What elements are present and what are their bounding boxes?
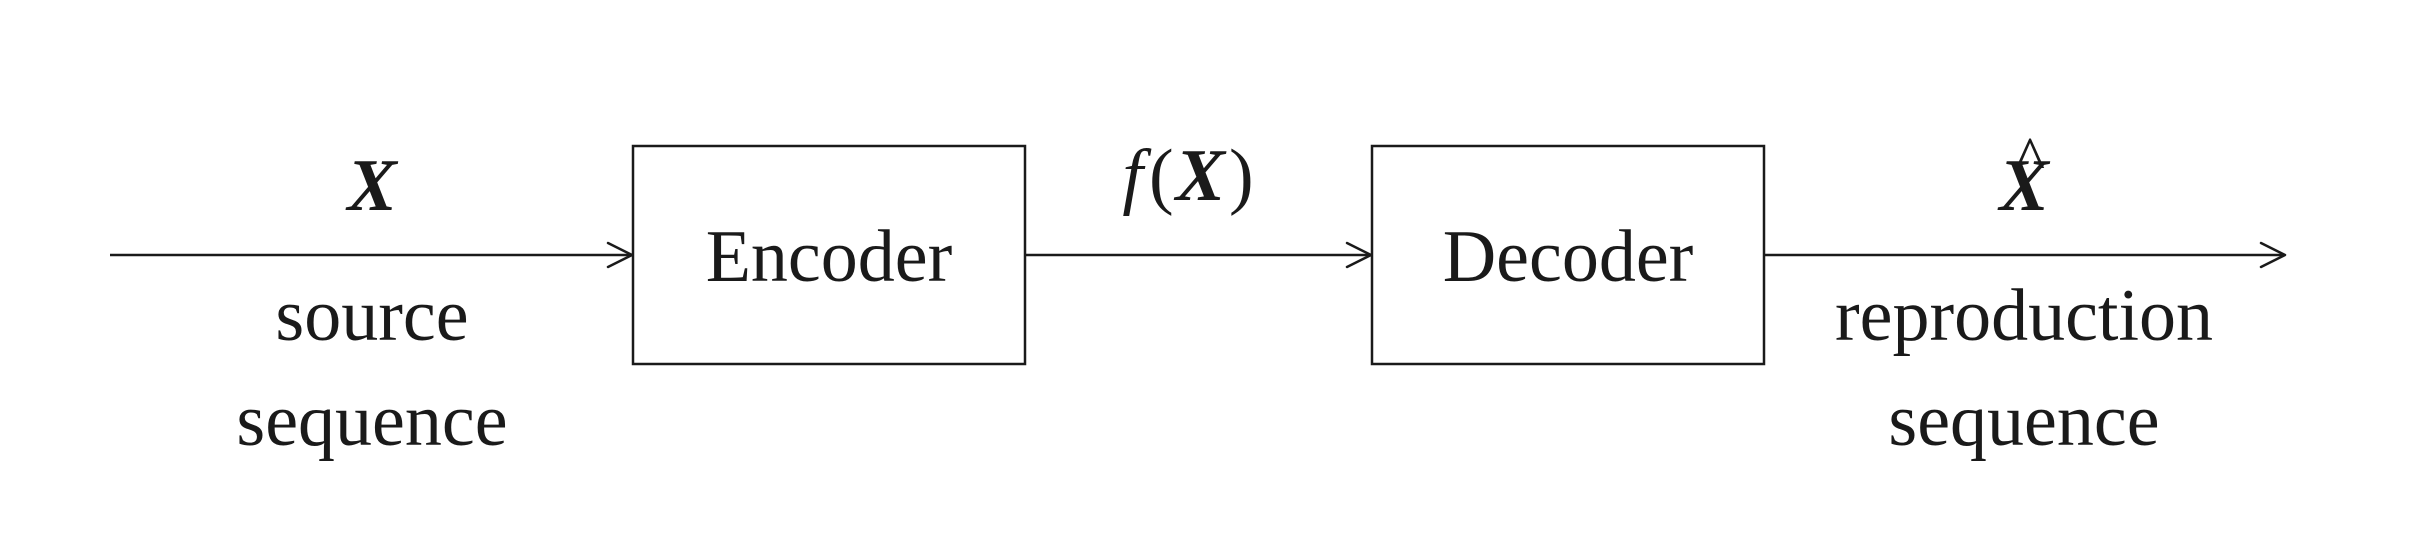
reproduction-caption-line2: sequence xyxy=(1888,380,2159,462)
encoded-open-paren: ( xyxy=(1149,135,1174,217)
encoded-close-paren: ) xyxy=(1229,135,1254,217)
output-arrowhead xyxy=(2259,241,2287,269)
reproduction-caption-line1: reproduction xyxy=(1835,275,2213,357)
encoded-signal-label: f(X) xyxy=(1122,135,1253,217)
source-caption-line1: source xyxy=(275,275,468,357)
source-caption-line2: sequence xyxy=(236,380,507,462)
encoder-label: Encoder xyxy=(706,216,953,298)
reproduction-hat-accent: ^ xyxy=(2015,123,2045,194)
decoder-box xyxy=(1370,144,1766,366)
encoded-func-symbol: f xyxy=(1122,135,1152,217)
encoded-arg-symbol: X xyxy=(1174,135,1227,217)
decoder-label: Decoder xyxy=(1443,216,1694,298)
reproduction-symbol: X xyxy=(1997,145,2050,227)
source-symbol: X xyxy=(345,145,398,227)
encoder-box xyxy=(631,144,1027,366)
